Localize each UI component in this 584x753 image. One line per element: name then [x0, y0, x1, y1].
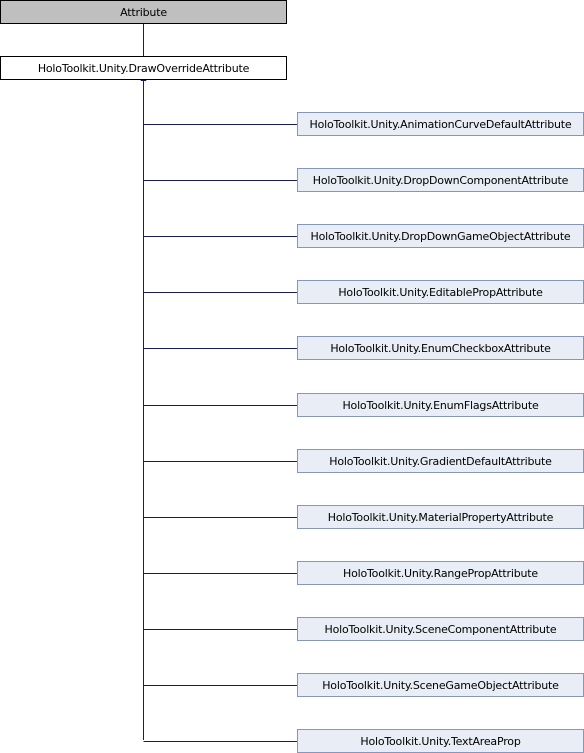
node-scene-component-attribute-label: HoloToolkit.Unity.SceneComponentAttribut…	[324, 622, 557, 636]
node-scene-game-object-attribute-label: HoloToolkit.Unity.SceneGameObjectAttribu…	[322, 678, 559, 692]
node-drop-down-component-attribute[interactable]: HoloToolkit.Unity.DropDownComponentAttri…	[297, 168, 584, 192]
node-text-area-prop-label: HoloToolkit.Unity.TextAreaProp	[360, 734, 521, 748]
node-scene-game-object-attribute[interactable]: HoloToolkit.Unity.SceneGameObjectAttribu…	[297, 673, 584, 697]
node-gradient-default-attribute[interactable]: HoloToolkit.Unity.GradientDefaultAttribu…	[297, 449, 584, 473]
node-drop-down-component-attribute-label: HoloToolkit.Unity.DropDownComponentAttri…	[312, 173, 569, 187]
node-range-prop-attribute-label: HoloToolkit.Unity.RangePropAttribute	[343, 566, 538, 580]
node-editable-prop-attribute-label: HoloToolkit.Unity.EditablePropAttribute	[338, 285, 543, 299]
node-enum-flags-attribute-label: HoloToolkit.Unity.EnumFlagsAttribute	[342, 398, 539, 412]
node-animation-curve-default-attribute[interactable]: HoloToolkit.Unity.AnimationCurveDefaultA…	[297, 112, 584, 136]
node-material-property-attribute-label: HoloToolkit.Unity.MaterialPropertyAttrib…	[327, 510, 554, 524]
node-range-prop-attribute[interactable]: HoloToolkit.Unity.RangePropAttribute	[297, 561, 584, 585]
node-editable-prop-attribute[interactable]: HoloToolkit.Unity.EditablePropAttribute	[297, 280, 584, 304]
node-enum-checkbox-attribute[interactable]: HoloToolkit.Unity.EnumCheckboxAttribute	[297, 336, 584, 360]
node-draw-override-attribute[interactable]: HoloToolkit.Unity.DrawOverrideAttribute	[0, 56, 287, 80]
node-scene-component-attribute[interactable]: HoloToolkit.Unity.SceneComponentAttribut…	[297, 617, 584, 641]
node-drop-down-game-object-attribute-label: HoloToolkit.Unity.DropDownGameObjectAttr…	[310, 229, 571, 243]
node-material-property-attribute[interactable]: HoloToolkit.Unity.MaterialPropertyAttrib…	[297, 505, 584, 529]
node-attribute[interactable]: Attribute	[0, 0, 287, 24]
node-text-area-prop[interactable]: HoloToolkit.Unity.TextAreaProp	[297, 729, 584, 753]
node-enum-checkbox-attribute-label: HoloToolkit.Unity.EnumCheckboxAttribute	[330, 341, 551, 355]
node-attribute-label: Attribute	[120, 5, 167, 19]
node-gradient-default-attribute-label: HoloToolkit.Unity.GradientDefaultAttribu…	[329, 454, 552, 468]
node-animation-curve-default-attribute-label: HoloToolkit.Unity.AnimationCurveDefaultA…	[309, 117, 572, 131]
node-draw-override-attribute-label: HoloToolkit.Unity.DrawOverrideAttribute	[37, 61, 250, 75]
node-drop-down-game-object-attribute[interactable]: HoloToolkit.Unity.DropDownGameObjectAttr…	[297, 224, 584, 248]
node-enum-flags-attribute[interactable]: HoloToolkit.Unity.EnumFlagsAttribute	[297, 393, 584, 417]
